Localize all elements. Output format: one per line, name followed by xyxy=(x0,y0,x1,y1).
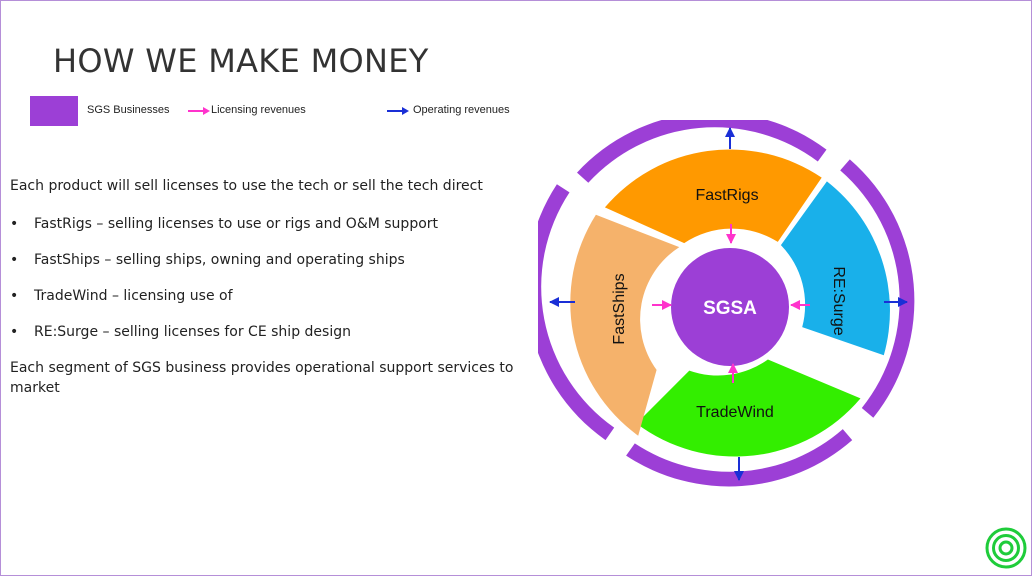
segment-fastrigs-shape xyxy=(604,149,822,244)
segment-fastrigs-label: FastRigs xyxy=(695,187,758,204)
business-diagram: SGSA FastRigs TradeWind FastShips RE:Sur… xyxy=(538,120,915,487)
licensing-arrow-icon xyxy=(188,107,210,115)
bullet-resurge: RE:Surge – selling licenses for CE ship … xyxy=(10,322,530,342)
segment-resurge-label: RE:Surge xyxy=(830,266,847,335)
legend-operating-label: Operating revenues xyxy=(413,104,510,116)
body-text: Each product will sell licenses to use t… xyxy=(10,176,530,398)
bullet-list: FastRigs – selling licenses to use or ri… xyxy=(10,214,530,342)
segment-resurge-shape xyxy=(780,181,890,356)
legend: SGS Businesses Licensing revenues Operat… xyxy=(30,96,570,128)
segment-tradewind-label: TradeWind xyxy=(696,404,774,421)
operating-arrow-icon xyxy=(387,107,409,115)
segment-fastships-label: FastShips xyxy=(611,273,628,344)
closing-paragraph: Each segment of SGS business provides op… xyxy=(10,360,514,396)
outer-ring-segment xyxy=(840,159,915,418)
outer-ring-segment xyxy=(538,184,615,441)
center-label: SGSA xyxy=(703,298,757,319)
legend-businesses-label: SGS Businesses xyxy=(87,104,170,116)
segment-tradewind-shape xyxy=(636,359,861,457)
slide-title: HOW WE MAKE MONEY xyxy=(53,42,429,80)
outer-ring-segment xyxy=(577,120,827,183)
bullet-fastships: FastShips – selling ships, owning and op… xyxy=(10,250,530,270)
legend-licensing-label: Licensing revenues xyxy=(211,104,306,116)
bullet-fastrigs: FastRigs – selling licenses to use or ri… xyxy=(10,214,530,234)
outer-ring-segment xyxy=(626,429,853,487)
concentric-circles-icon xyxy=(985,527,1027,569)
intro-paragraph: Each product will sell licenses to use t… xyxy=(10,178,483,194)
segment-fastships-shape xyxy=(570,214,680,436)
legend-businesses-swatch xyxy=(30,96,78,126)
center-circle xyxy=(671,248,789,366)
bullet-tradewind: TradeWind – licensing use of xyxy=(10,286,530,306)
